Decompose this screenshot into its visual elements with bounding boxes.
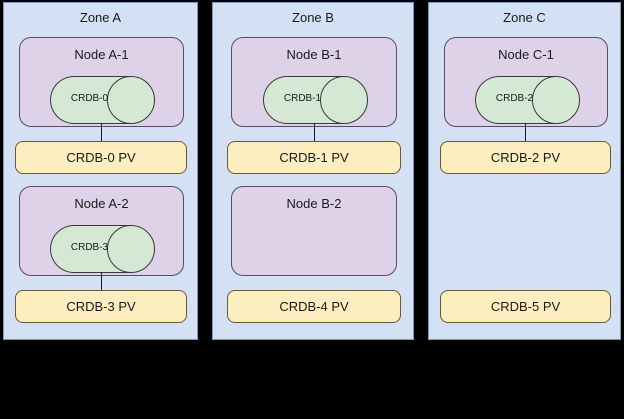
node-b-1-title: Node B-1 <box>286 47 342 62</box>
crdb-0-pv-label: CRDB-0 PV <box>66 150 136 165</box>
cylinder-cap <box>107 225 155 273</box>
crdb-2-pod[interactable]: CRDB-2 <box>475 76 580 124</box>
crdb-4-pv-label: CRDB-4 PV <box>279 299 349 314</box>
crdb-1-pod[interactable]: CRDB-1 <box>263 76 368 124</box>
cylinder-cap <box>532 76 580 124</box>
cylinder-cap <box>320 76 368 124</box>
node-c-1-title: Node C-1 <box>498 47 554 62</box>
zone-c: Zone C Node C-1 CRDB-2 CRDB-2 PV CRDB-5 … <box>428 2 621 340</box>
zone-a-title: Zone A <box>79 10 122 25</box>
crdb-1-label: CRDB-1 <box>283 93 322 104</box>
crdb-3-label: CRDB-3 <box>70 242 109 253</box>
node-a-1[interactable]: Node A-1 CRDB-0 <box>19 37 184 127</box>
connector-crdb-3-to-pv <box>101 272 102 291</box>
connector-crdb-0-to-pv <box>101 123 102 142</box>
crdb-0-label: CRDB-0 <box>70 93 109 104</box>
zone-a: Zone A Node A-1 CRDB-0 CRDB-0 PV Node A-… <box>3 2 198 340</box>
crdb-3-pod[interactable]: CRDB-3 <box>50 225 155 273</box>
zone-c-title: Zone C <box>503 10 546 25</box>
node-b-1[interactable]: Node B-1 CRDB-1 <box>231 37 397 127</box>
crdb-2-label: CRDB-2 <box>495 93 534 104</box>
node-b-2-title: Node B-2 <box>286 196 342 211</box>
node-a-2[interactable]: Node A-2 CRDB-3 <box>19 186 184 276</box>
crdb-2-pv[interactable]: CRDB-2 PV <box>440 141 611 174</box>
crdb-5-pv[interactable]: CRDB-5 PV <box>440 290 611 323</box>
crdb-1-pv-label: CRDB-1 PV <box>279 150 349 165</box>
crdb-0-pod[interactable]: CRDB-0 <box>50 76 155 124</box>
crdb-3-pv[interactable]: CRDB-3 PV <box>15 290 187 323</box>
crdb-3-pv-label: CRDB-3 PV <box>66 299 136 314</box>
cylinder-cap <box>107 76 155 124</box>
crdb-1-pv[interactable]: CRDB-1 PV <box>227 141 401 174</box>
zone-b-title: Zone B <box>292 10 334 25</box>
node-a-1-title: Node A-1 <box>74 47 129 62</box>
crdb-5-pv-label: CRDB-5 PV <box>490 299 561 314</box>
crdb-0-pv[interactable]: CRDB-0 PV <box>15 141 187 174</box>
crdb-4-pv[interactable]: CRDB-4 PV <box>227 290 401 323</box>
zone-b: Zone B Node B-1 CRDB-1 CRDB-1 PV Node B-… <box>212 2 414 340</box>
connector-crdb-1-to-pv <box>314 123 315 142</box>
node-a-2-title: Node A-2 <box>74 196 129 211</box>
crdb-2-pv-label: CRDB-2 PV <box>490 150 561 165</box>
node-c-1[interactable]: Node C-1 CRDB-2 <box>444 37 608 127</box>
connector-crdb-2-to-pv <box>525 123 526 142</box>
node-b-2[interactable]: Node B-2 <box>231 186 397 276</box>
